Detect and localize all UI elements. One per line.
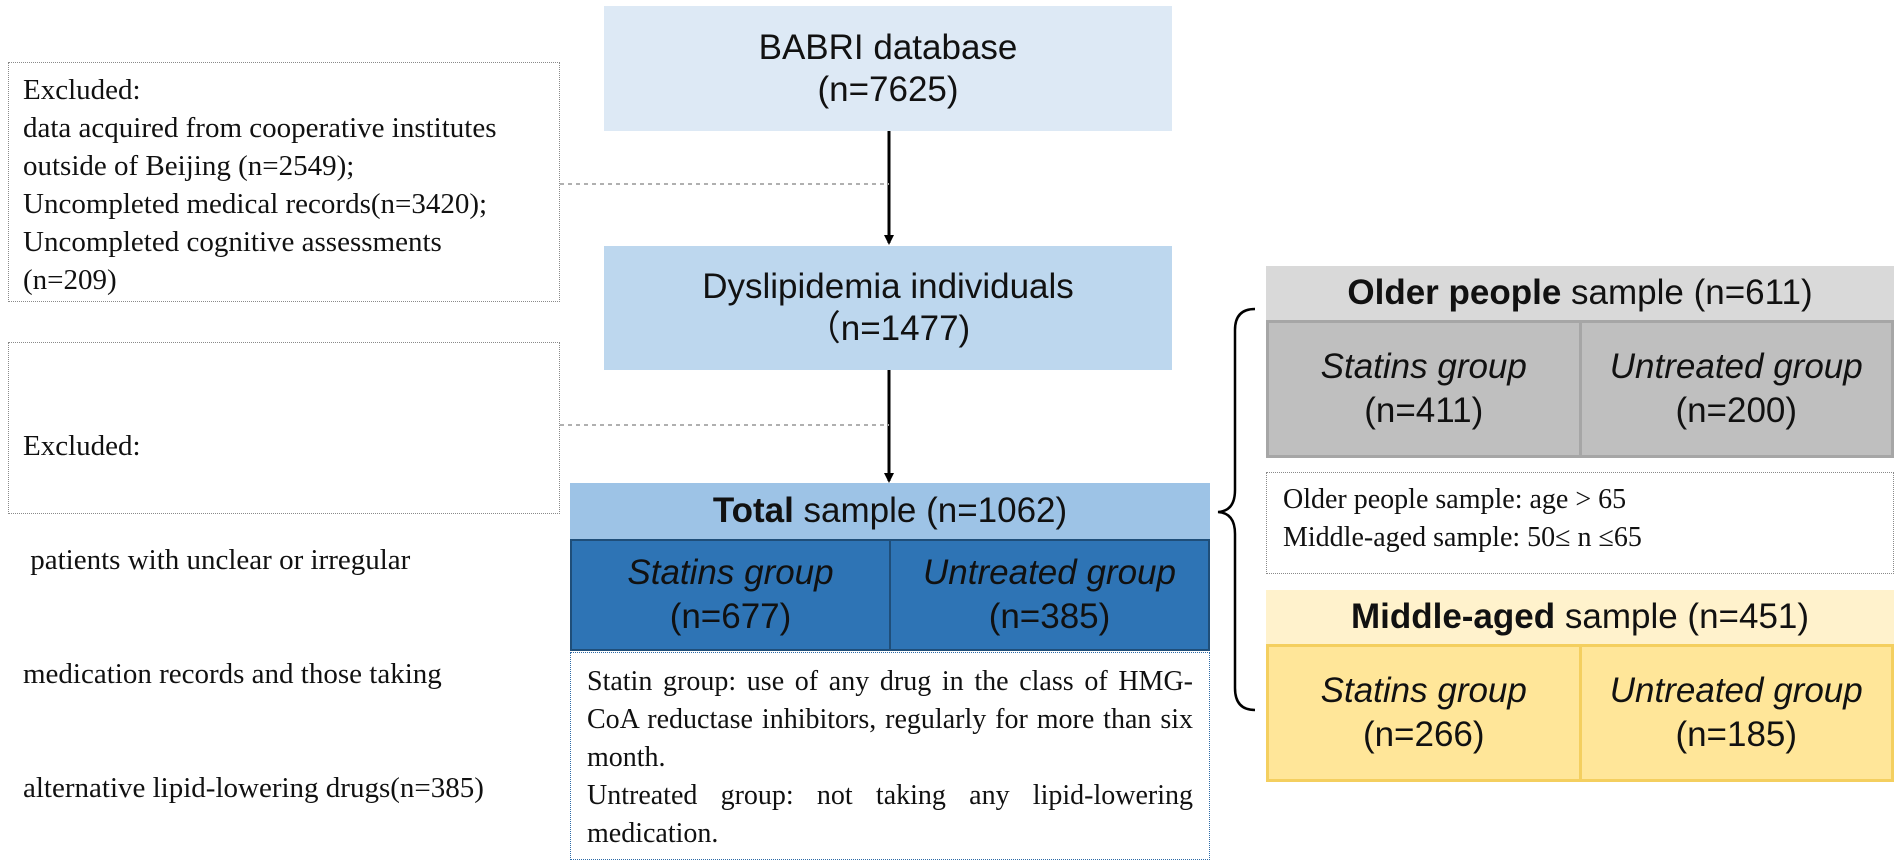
middle-untreated-label: Untreated group xyxy=(1609,671,1863,710)
dyslipidemia-title: Dyslipidemia individuals xyxy=(702,267,1074,306)
total-untreated-cell: Untreated group (n=385) xyxy=(891,541,1208,649)
exclusion-1-line: Excluded: xyxy=(23,74,141,106)
exclusion-1-line: Uncompleted medical records(n=3420); xyxy=(23,188,488,220)
middle-groups-row: Statins group (n=266) Untreated group (n… xyxy=(1266,644,1894,782)
exclusion-2-line: medication records and those taking xyxy=(23,658,442,690)
middle-statins-cell: Statins group (n=266) xyxy=(1269,647,1582,779)
older-age-definition: Older people sample: age > 65 xyxy=(1283,484,1627,515)
middle-untreated-cell: Untreated group (n=185) xyxy=(1582,647,1892,779)
older-sample-rest: sample (n=611) xyxy=(1561,273,1813,312)
age-definitions-box: Older people sample: age > 65 Middle-age… xyxy=(1266,472,1894,574)
database-count: (n=7625) xyxy=(817,69,959,109)
exclusion-2-line: alternative lipid-lowering drugs(n=385) xyxy=(23,772,484,804)
database-box: BABRI database (n=7625) xyxy=(604,6,1172,131)
older-untreated-label: Untreated group xyxy=(1609,347,1863,386)
exclusion-box-2: Excluded: patients with unclear or irreg… xyxy=(8,342,560,804)
exclusion-1-line: data acquired from cooperative institute… xyxy=(23,112,497,144)
middle-sample-rest: sample (n=451) xyxy=(1555,597,1810,636)
group-definitions-box: Statin group: use of any drug in the cla… xyxy=(570,652,1210,860)
older-statins-count: (n=411) xyxy=(1364,391,1484,430)
dyslipidemia-count: （n=1477) xyxy=(805,309,971,348)
database-title: BABRI database xyxy=(758,27,1018,67)
middle-age-definition: Middle-aged sample: 50≤ n ≤65 xyxy=(1283,522,1642,553)
older-sample-bold: Older people xyxy=(1347,273,1562,312)
middle-sample-bold: Middle-aged xyxy=(1350,597,1556,636)
middle-statins-count: (n=266) xyxy=(1362,715,1485,754)
untreated-definition: Untreated group: not taking any lipid-lo… xyxy=(587,780,1193,849)
total-sample-bold: Total xyxy=(712,491,794,530)
exclusion-2-line: patients with unclear or irregular xyxy=(23,544,411,576)
older-statins-cell: Statins group (n=411) xyxy=(1269,323,1582,455)
total-sample-header: Total sample (n=1062) xyxy=(570,483,1210,539)
total-untreated-count: (n=385) xyxy=(988,597,1111,636)
dyslipidemia-box: Dyslipidemia individuals （n=1477) xyxy=(604,246,1172,370)
total-sample-rest: sample (n=1062) xyxy=(793,491,1068,530)
total-untreated-label: Untreated group xyxy=(923,553,1176,592)
exclusion-1-line: Uncompleted cognitive assessments xyxy=(23,226,442,258)
statin-definition: Statin group: use of any drug in the cla… xyxy=(587,666,1193,773)
exclusion-1-line: outside of Beijing (n=2549); xyxy=(23,150,355,182)
total-statins-cell: Statins group (n=677) xyxy=(572,541,891,649)
middle-untreated-count: (n=185) xyxy=(1675,715,1798,754)
older-groups-row: Statins group (n=411) Untreated group (n… xyxy=(1266,320,1894,458)
total-statins-count: (n=677) xyxy=(669,597,792,636)
middle-statins-label: Statins group xyxy=(1320,671,1527,710)
older-statins-label: Statins group xyxy=(1320,347,1527,386)
exclusion-2-line: Excluded: xyxy=(23,430,141,462)
older-untreated-count: (n=200) xyxy=(1675,391,1798,430)
subgroup-brace xyxy=(1217,307,1256,712)
exclusion-1-line: (n=209) xyxy=(23,264,117,296)
older-untreated-cell: Untreated group (n=200) xyxy=(1582,323,1892,455)
older-sample-header: Older people sample (n=611) xyxy=(1266,266,1894,320)
middle-sample-header: Middle-aged sample (n=451) xyxy=(1266,590,1894,644)
exclusion-box-1: Excluded: data acquired from cooperative… xyxy=(8,62,560,302)
total-groups-row: Statins group (n=677) Untreated group (n… xyxy=(570,539,1210,651)
total-statins-label: Statins group xyxy=(627,553,834,592)
